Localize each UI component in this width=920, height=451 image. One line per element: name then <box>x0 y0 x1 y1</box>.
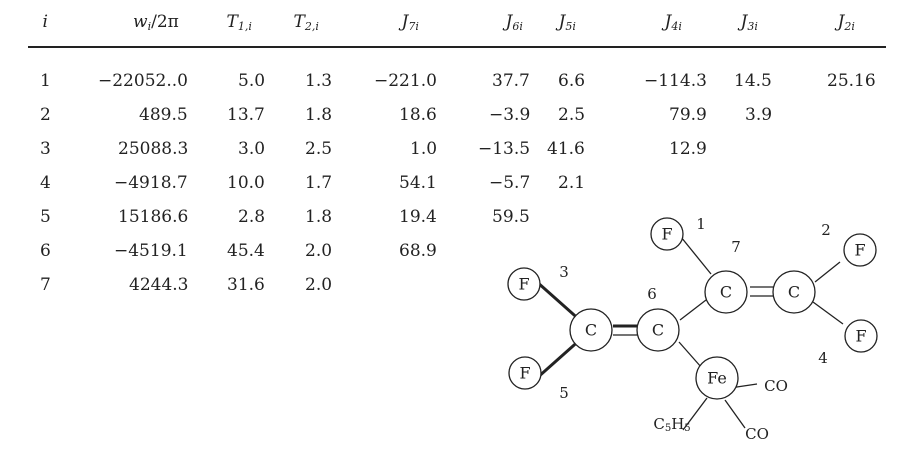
atom-fe-circle <box>695 356 739 400</box>
column-header-6: J5i <box>558 12 576 33</box>
table-cell: 1.8 <box>305 105 333 125</box>
atom-f4-circle <box>844 319 878 353</box>
table-cell: −13.5 <box>478 139 531 159</box>
column-header-5: J6i <box>505 12 523 33</box>
column-header-0: i <box>42 12 48 32</box>
bond-fe-cp <box>682 397 708 431</box>
row-index: 6 <box>40 241 51 261</box>
atom-f2-circle <box>843 233 877 267</box>
co-label-2: CO <box>745 425 769 443</box>
table-cell: 2.0 <box>305 241 333 261</box>
atom-f5-label: F <box>519 364 530 383</box>
table-cell: 489.5 <box>139 105 188 125</box>
table-cell: 19.4 <box>399 207 437 227</box>
column-header-3: T2,i <box>293 12 319 33</box>
table-cell: 5.0 <box>238 71 266 91</box>
table-cell: 13.7 <box>227 105 265 125</box>
table-cell: 15186.6 <box>118 207 189 227</box>
table-cell: 18.6 <box>399 105 437 125</box>
atom-c7a-label: C <box>720 283 732 302</box>
site-number-7: 7 <box>731 238 741 256</box>
table-cell: 1.3 <box>305 71 333 91</box>
table-cell: 59.5 <box>492 207 530 227</box>
table-cell: 45.4 <box>227 241 265 261</box>
table-cell: 6.6 <box>558 71 586 91</box>
atom-f3-label: F <box>518 275 529 294</box>
column-header-4: J7i <box>401 12 419 33</box>
bond-fe-co2 <box>724 399 746 429</box>
site-number-5: 5 <box>559 384 569 402</box>
site-number-2: 2 <box>821 221 831 239</box>
atom-f5-circle <box>508 356 542 390</box>
row-index: 1 <box>40 71 51 91</box>
table-cell: 14.5 <box>734 71 772 91</box>
column-header-1: wi/2π <box>133 12 179 33</box>
bond-c-f4 <box>812 301 844 325</box>
column-header-8: J3i <box>740 12 758 33</box>
table-cell: −4519.1 <box>114 241 188 261</box>
table-cell: 4244.3 <box>129 275 189 295</box>
site-number-1: 1 <box>696 215 706 233</box>
table-cell: 10.0 <box>227 173 265 193</box>
cp-label: C5H5 <box>653 415 690 434</box>
atom-c7b-label: C <box>788 283 800 302</box>
header-rule <box>28 46 886 48</box>
table-cell: −5.7 <box>489 173 531 193</box>
table-cell: 2.5 <box>305 139 333 159</box>
table-cell: 41.6 <box>547 139 585 159</box>
table-cell: 2.1 <box>558 173 586 193</box>
column-header-9: J2i <box>837 12 855 33</box>
table-cell: 1.8 <box>305 207 333 227</box>
atom-c6a-label: C <box>585 321 597 340</box>
bond-f1-c7 <box>680 236 712 275</box>
table-cell: 25.16 <box>827 71 876 91</box>
table-cell: −22052..0 <box>98 71 188 91</box>
site-number-3: 3 <box>559 263 569 281</box>
atom-f3-circle <box>507 267 541 301</box>
atom-f1-circle <box>650 217 684 251</box>
row-index: 2 <box>40 105 51 125</box>
atom-c7b-circle <box>772 270 816 314</box>
atom-f2-label: F <box>854 241 865 260</box>
site-number-4: 4 <box>818 349 828 367</box>
row-index: 4 <box>40 173 51 193</box>
table-cell: −3.9 <box>489 105 531 125</box>
site-number-6: 6 <box>647 285 657 303</box>
table-cell: 31.6 <box>227 275 265 295</box>
column-header-2: T1,i <box>226 12 252 33</box>
table-cell: 3.0 <box>238 139 266 159</box>
atom-f4-label: F <box>855 327 866 346</box>
table-cell: 54.1 <box>399 173 437 193</box>
table-cell: 12.9 <box>669 139 707 159</box>
atom-c6b-label: C <box>652 321 664 340</box>
atom-fe-label: Fe <box>707 369 727 388</box>
atom-f1-label: F <box>661 225 672 244</box>
co-label-1: CO <box>764 377 788 395</box>
table-cell: 2.5 <box>558 105 586 125</box>
row-index: 3 <box>40 139 51 159</box>
atom-c6a-circle <box>569 308 613 352</box>
row-index: 7 <box>40 275 51 295</box>
table-cell: −4918.7 <box>114 173 188 193</box>
row-index: 5 <box>40 207 51 227</box>
bond-c-c7 <box>679 299 707 321</box>
table-cell: 2.8 <box>238 207 266 227</box>
atom-c7a-circle <box>704 270 748 314</box>
table-cell: 2.0 <box>305 275 333 295</box>
table-cell: 68.9 <box>399 241 437 261</box>
table-cell: 3.9 <box>745 105 773 125</box>
atom-c6b-circle <box>636 308 680 352</box>
table-cell: 1.0 <box>410 139 438 159</box>
table-cell: 25088.3 <box>118 139 189 159</box>
bond-c-f2 <box>814 261 841 283</box>
table-cell: −114.3 <box>644 71 707 91</box>
table-cell: −221.0 <box>374 71 437 91</box>
column-header-7: J4i <box>664 12 682 33</box>
table-cell: 79.9 <box>669 105 707 125</box>
table-cell: 37.7 <box>492 71 530 91</box>
table-cell: 1.7 <box>305 173 333 193</box>
